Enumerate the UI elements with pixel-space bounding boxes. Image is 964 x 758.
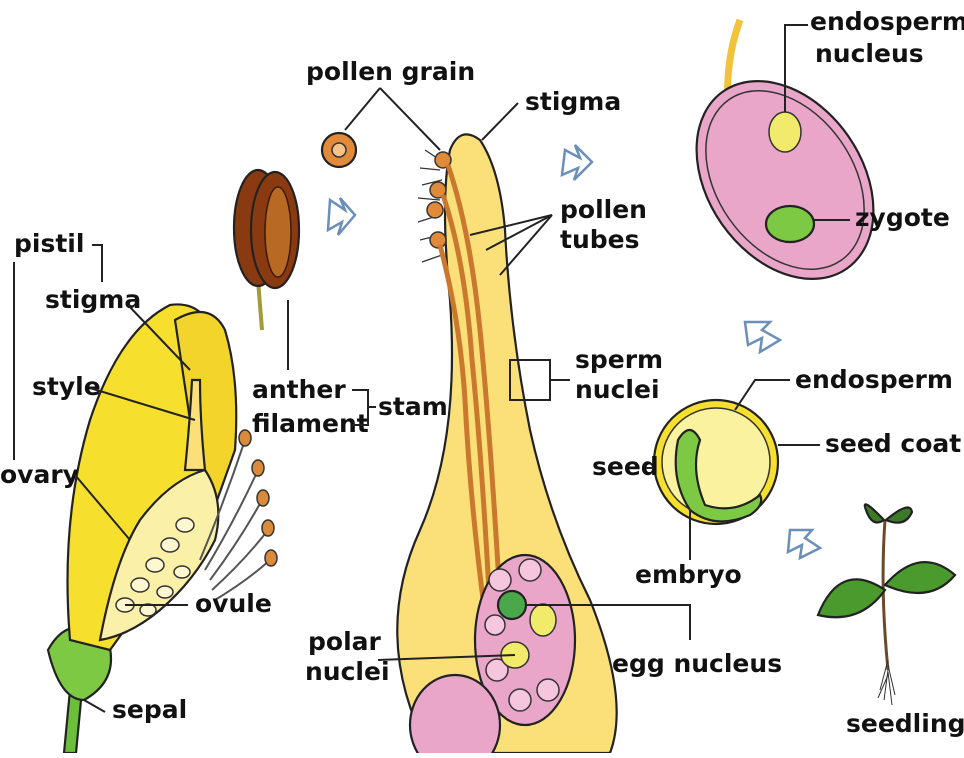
label-stigma-pistil: stigma	[525, 87, 621, 116]
anther	[234, 170, 299, 330]
seedling-leaf-left	[818, 579, 885, 617]
seedling-cotyledon-left	[865, 504, 884, 522]
label-seed-coat: seed coat	[825, 429, 961, 458]
leader-sepal	[84, 700, 105, 712]
label-pollen-tubes-1: pollen	[560, 195, 647, 224]
pistil-bracket-top	[92, 245, 102, 282]
label-seedling: seedling	[846, 709, 964, 738]
seedling	[818, 504, 955, 705]
zygote-shape	[766, 206, 814, 242]
pollen-grain	[322, 133, 356, 167]
arrow-3	[745, 322, 780, 352]
polar-nucleus-1	[530, 604, 556, 636]
label-stigma-flower: stigma	[45, 285, 141, 314]
seedling-stem	[883, 520, 888, 670]
egg-cell	[498, 591, 526, 619]
label-polar-nuclei-1: polar	[308, 627, 382, 656]
label-anther: anther	[252, 375, 346, 404]
label-seed: seed	[592, 452, 659, 481]
leader-pollen-tubes-3	[500, 215, 552, 275]
endosperm-nucleus-shape	[769, 112, 801, 152]
seedling-roots	[878, 660, 895, 705]
leader-pollen-grain-2	[380, 88, 440, 150]
label-endosperm-nucleus-2: nucleus	[815, 39, 924, 68]
label-ovule: ovule	[195, 589, 272, 618]
label-pollen-grain: pollen grain	[306, 57, 475, 86]
label-polar-nuclei-2: nuclei	[305, 657, 390, 686]
label-filament: filament	[252, 409, 369, 438]
label-zygote: zygote	[855, 203, 950, 232]
label-endosperm: endosperm	[795, 365, 953, 394]
anther-filament	[258, 280, 262, 330]
arrow-4	[788, 530, 820, 558]
seed	[654, 400, 778, 524]
label-sperm-nuclei-1: sperm	[575, 345, 663, 374]
arrow-1	[328, 198, 355, 235]
arrow-2	[562, 145, 592, 180]
label-pistil: pistil	[14, 229, 84, 258]
label-embryo: embryo	[635, 560, 742, 589]
leader-pollen-grain-1	[345, 88, 380, 130]
leader-stigma-pistil	[482, 103, 518, 140]
anther-pollen-sac	[265, 187, 291, 277]
label-ovary: ovary	[0, 460, 79, 489]
seedling-cotyledon-right	[886, 508, 912, 523]
label-egg-nucleus: egg nucleus	[612, 649, 782, 678]
label-sperm-nuclei-2: nuclei	[575, 375, 660, 404]
seedling-leaf-right	[885, 562, 955, 593]
label-pollen-tubes-2: tubes	[560, 225, 639, 254]
label-style: style	[32, 372, 101, 401]
label-sepal: sepal	[112, 695, 187, 724]
label-endosperm-nucleus-1: endosperm	[810, 7, 964, 36]
